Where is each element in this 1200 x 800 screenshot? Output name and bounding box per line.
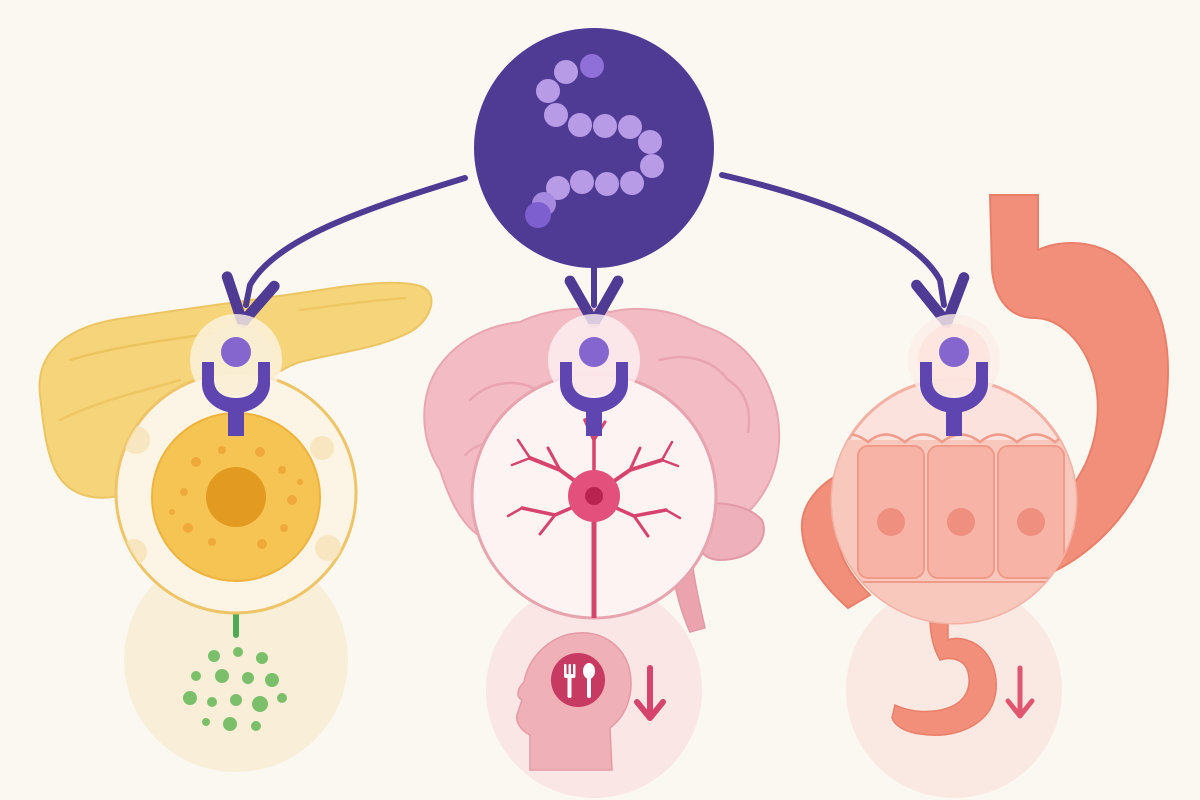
- insulin-granules-icon: [183, 647, 287, 731]
- down-arrow-icon: [1005, 665, 1035, 719]
- effect-stomach: [846, 582, 1062, 798]
- fork-spoon-icon: [564, 663, 595, 698]
- peptide-chain-icon: [525, 54, 664, 228]
- effect-brain: [486, 582, 702, 798]
- neuron-icon: [506, 418, 682, 618]
- receptor-icon: [190, 314, 282, 436]
- receptor-icon: [908, 314, 1000, 436]
- beta-cell-detail: [114, 371, 358, 615]
- appetite-head-icon: [516, 632, 632, 771]
- arrow-to-pancreas: [221, 175, 468, 329]
- down-arrow-icon: [634, 665, 666, 721]
- arrows: [221, 172, 970, 329]
- arrow-to-stomach: [719, 172, 970, 329]
- gut-epithelium-detail: [830, 377, 1078, 625]
- hub-circle: [474, 28, 714, 268]
- small-stomach-icon: [891, 617, 997, 736]
- gut-epithelium-icon: [832, 433, 1076, 623]
- neuron-detail: [470, 372, 718, 620]
- beta-cell-icon: [151, 412, 321, 582]
- appetite-badge: [551, 653, 605, 707]
- receptor-icon: [548, 314, 640, 436]
